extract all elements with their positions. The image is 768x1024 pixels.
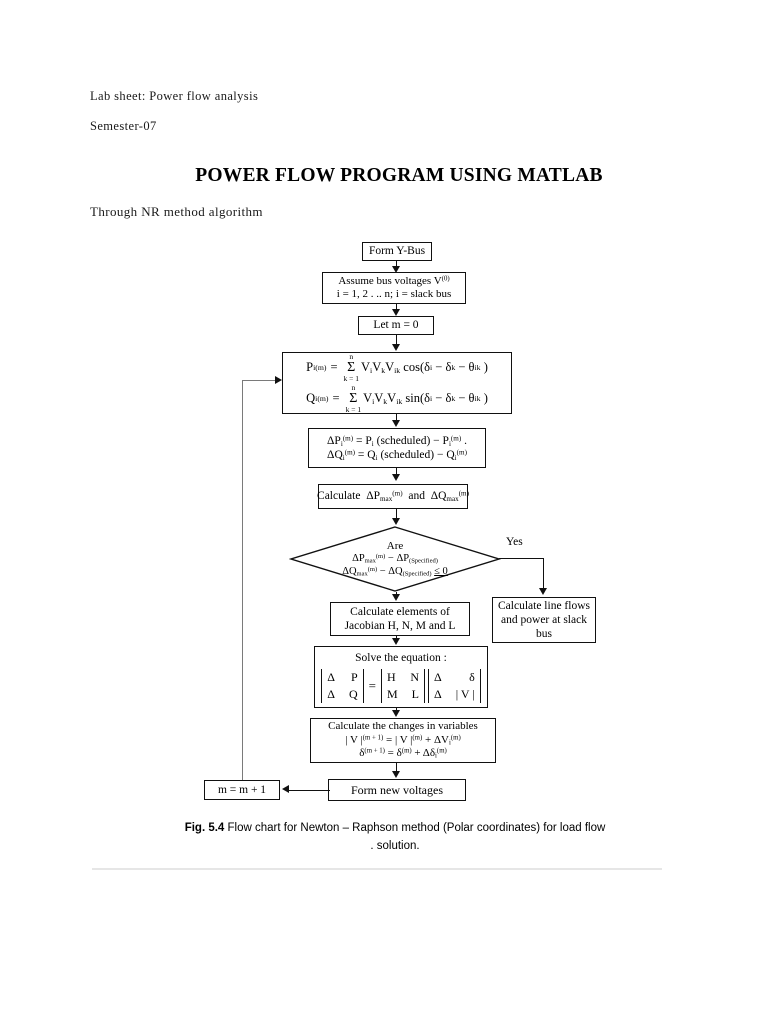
connector-decision-yes-v <box>543 558 545 590</box>
form-new-voltages-label: Form new voltages <box>351 782 443 797</box>
node-calculate-jacobian: Calculate elements of Jacobian H, N, M a… <box>330 602 470 636</box>
arrowhead-right <box>275 376 282 384</box>
scan-edge-artifact <box>92 868 662 870</box>
page-title: POWER FLOW PROGRAM USING MATLAB <box>195 165 603 186</box>
summation-symbol: n Σ k = 1 <box>345 383 362 414</box>
summation-symbol: n Σ k = 1 <box>343 352 359 383</box>
decision-condition-p: ΔPmax(m) − ΔP(Specified) <box>352 553 438 565</box>
header-lab-sheet: Lab sheet: Power flow analysis <box>90 89 259 103</box>
jacobian-line1: Calculate elements of <box>350 605 450 618</box>
connector-pq-mismatch <box>396 414 398 421</box>
equals-sign: = <box>368 677 376 693</box>
arrowhead-down <box>392 638 400 645</box>
node-assume-line1: Assume bus voltages V(0) <box>338 274 450 287</box>
decision-are-label: Are <box>386 539 404 552</box>
node-compute-mismatch: ΔPi(m) = Pi (scheduled) − Pi(m) . ΔQi(m)… <box>308 428 486 468</box>
arrowhead-down <box>392 710 400 717</box>
connector-decision-yes-h <box>499 558 544 560</box>
figure-number: Fig. 5.4 <box>184 822 225 834</box>
node-form-y-bus: Form Y-Bus <box>362 242 432 261</box>
connector-feedback-h <box>242 380 278 382</box>
node-increment-m: m = m + 1 <box>204 780 280 800</box>
arrowhead-down <box>392 474 400 481</box>
node-calculate-max-label: Calculate ΔPmax(m) and ΔQmax(m) <box>317 489 469 504</box>
arrowhead-left <box>282 785 289 793</box>
arrowhead-down <box>392 344 400 351</box>
changes-line1: Calculate the changes in variables <box>328 720 478 733</box>
increment-m-label: m = m + 1 <box>217 783 267 796</box>
arrowhead-down <box>392 594 400 601</box>
equation-delta-p: ΔPi(m) = Pi (scheduled) − Pi(m) . <box>327 434 467 448</box>
arrowhead-down <box>392 420 400 427</box>
node-calculate-line-flows: Calculate line flows and power at slack … <box>492 597 596 643</box>
node-let-m-label: Let m = 0 <box>373 319 419 332</box>
node-let-m-zero: Let m = 0 <box>358 316 434 335</box>
connector-assume-letm <box>396 304 398 313</box>
arrowhead-down <box>392 309 400 316</box>
header-semester: Semester-07 <box>90 119 157 133</box>
decision-condition-q: ΔQmax(m) − ΔQ(Specified) ≤ 0 <box>342 566 448 578</box>
arrowhead-down <box>392 266 400 273</box>
decision-text: Are ΔPmax(m) − ΔP(Specified) ΔQmax(m) − … <box>289 526 501 592</box>
connector-letm-pq <box>396 335 398 347</box>
jacobian-line2: Jacobian H, N, M and L <box>344 620 456 632</box>
line-flows-line1: Calculate line flows <box>498 599 590 612</box>
connector-changes-formnew <box>396 763 398 774</box>
node-assume-bus-voltages: Assume bus voltages V(0) i = 1, 2 . .. n… <box>322 272 466 304</box>
connector-ybus-assume <box>396 261 398 270</box>
node-form-new-voltages: Form new voltages <box>328 779 466 801</box>
connector-calcmax-decision <box>396 509 398 523</box>
branch-label-yes: Yes <box>506 536 523 548</box>
node-convergence-test: Are ΔPmax(m) − ΔP(Specified) ΔQmax(m) − … <box>289 526 501 592</box>
connector-formnew-increment <box>288 790 330 792</box>
figure-caption: Fig. 5.4 Flow chart for Newton – Raphson… <box>140 820 650 856</box>
node-calculate-changes: Calculate the changes in variables | V |… <box>310 718 496 763</box>
arrowhead-down <box>392 771 400 778</box>
page-subtitle: Through NR method algorithm <box>90 204 263 219</box>
arrowhead-down <box>392 518 400 525</box>
connector-mismatch-calcmax <box>396 468 398 477</box>
node-calculate-max-mismatch: Calculate ΔPmax(m) and ΔQmax(m) <box>317 484 469 509</box>
solve-title: Solve the equation : <box>355 652 447 665</box>
line-flows-line3: bus <box>536 628 552 640</box>
equation-delta-q: ΔQi(m) = Qi (scheduled) − Qi(m) <box>327 448 467 462</box>
node-assume-line2: i = 1, 2 . .. n; i = slack bus <box>336 288 452 300</box>
changes-line2: | V |(m + 1) = | V |(m) + ΔVi(m) <box>345 733 461 747</box>
decision-diamond-shape <box>289 526 501 592</box>
changes-line3: δ(m + 1) = δ(m) + Δδi(m) <box>359 747 447 760</box>
node-form-y-bus-label: Form Y-Bus <box>368 245 426 258</box>
line-flows-line2: and power at slack <box>501 613 587 626</box>
arrowhead-down <box>539 588 547 595</box>
connector-feedback-v <box>242 380 244 780</box>
figure-caption-text: Flow chart for Newton – Raphson method (… <box>227 822 606 834</box>
figure-caption-text-line2: . solution. <box>370 839 420 852</box>
